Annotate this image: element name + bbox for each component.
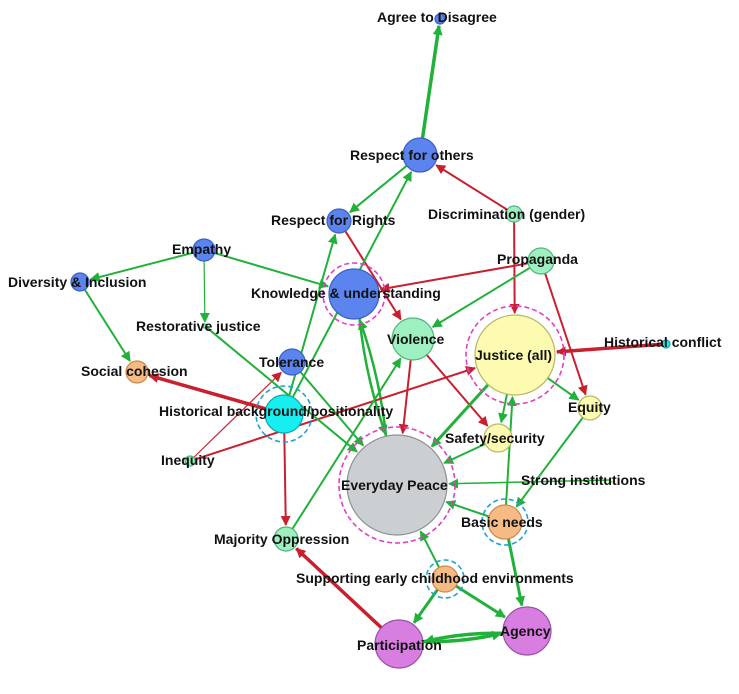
edge-restorative-to-everyday-peace	[205, 326, 358, 453]
edge-discrimination-to-justice	[509, 221, 520, 314]
edge-participation-to-majority-oppression	[295, 547, 383, 629]
label-discrimination: Discrimination (gender)	[428, 206, 585, 222]
label-justice: Justice (all)	[475, 347, 552, 363]
edge-respect-others-to-agree	[420, 24, 443, 139]
label-tolerance: Tolerance	[259, 354, 324, 370]
label-diversity: Diversity & Inclusion	[8, 274, 146, 290]
edge-majority-oppression-to-violence	[291, 357, 402, 530]
edge-empathy-to-diversity	[89, 251, 194, 282]
node-early-childhood[interactable]	[431, 565, 459, 593]
ring-everyday-peace	[338, 426, 456, 544]
edge-historical-bg-to-majority-oppression	[280, 432, 291, 526]
edge-historical-bg-to-respect-rights	[288, 233, 338, 396]
label-empathy: Empathy	[172, 241, 231, 257]
label-agree: Agree to Disagree	[377, 9, 497, 25]
label-equity: Equity	[568, 399, 611, 415]
edge-early-childhood-to-everyday-peace	[419, 530, 440, 568]
ring-layer	[255, 262, 565, 599]
label-strong-institutions: Strong institutions	[521, 472, 646, 488]
node-knowledge[interactable]	[328, 268, 380, 320]
edge-safety-to-everyday-peace	[443, 442, 486, 465]
node-layer	[70, 13, 671, 669]
node-respect-others[interactable]	[402, 137, 438, 173]
node-everyday-peace[interactable]	[346, 434, 448, 536]
label-majority-oppression: Majority Oppression	[214, 531, 349, 547]
node-justice[interactable]	[474, 314, 556, 396]
label-agency: Agency	[500, 623, 551, 639]
node-strong-institutions[interactable]	[609, 477, 615, 483]
edge-equity-to-basic-needs	[515, 417, 584, 508]
node-participation[interactable]	[374, 619, 424, 669]
node-social-cohesion[interactable]	[125, 360, 149, 384]
edge-early-childhood-to-agency	[455, 584, 506, 619]
edge-historical-bg-to-social-cohesion	[148, 373, 267, 411]
edge-strong-institutions-to-everyday-peace	[448, 478, 611, 489]
node-propaganda[interactable]	[527, 247, 555, 275]
edge-historical-conflict-to-justice	[555, 342, 663, 357]
node-agency[interactable]	[502, 606, 552, 656]
edge-violence-to-safety	[425, 354, 489, 427]
label-violence: Violence	[387, 331, 445, 347]
label-respect-rights: Respect for Rights	[271, 212, 396, 228]
edge-basic-needs-to-everyday-peace	[445, 500, 490, 518]
node-historical-bg[interactable]	[264, 394, 304, 434]
edge-violence-to-everyday-peace	[398, 359, 412, 435]
node-agree[interactable]	[434, 13, 446, 25]
edge-layer	[83, 24, 663, 645]
label-propaganda: Propaganda	[497, 251, 578, 267]
ring-basic-needs	[481, 498, 529, 546]
label-basic-needs: Basic needs	[461, 514, 543, 530]
node-historical-conflict[interactable]	[661, 339, 671, 349]
node-empathy[interactable]	[192, 238, 216, 262]
edge-basic-needs-to-justice	[505, 395, 517, 506]
label-knowledge: Knowledge & understanding	[251, 285, 441, 301]
ring-justice	[465, 305, 565, 405]
ring-historical-bg	[255, 385, 313, 443]
edge-empathy-to-restorative	[199, 260, 210, 323]
edge-propaganda-to-equity	[544, 272, 588, 396]
node-respect-rights[interactable]	[326, 208, 352, 234]
edge-knowledge-to-everyday-peace	[358, 318, 388, 436]
label-participation: Participation	[357, 637, 442, 653]
node-tolerance[interactable]	[278, 348, 306, 376]
node-violence[interactable]	[391, 317, 435, 361]
edge-discrimination-to-respect-others	[435, 164, 508, 211]
node-equity[interactable]	[577, 395, 603, 421]
edge-propaganda-to-violence	[431, 266, 531, 328]
node-safety[interactable]	[483, 423, 513, 453]
label-historical-conflict: Historical conflict	[604, 334, 722, 350]
node-restorative[interactable]	[202, 323, 208, 329]
edge-respect-others-to-respect-rights	[349, 164, 408, 213]
label-social-cohesion: Social cohesion	[81, 363, 188, 379]
label-restorative: Restorative justice	[136, 318, 261, 334]
node-discrimination[interactable]	[505, 205, 523, 223]
edge-early-childhood-to-participation	[412, 588, 439, 624]
node-inequity[interactable]	[184, 455, 196, 467]
edge-everyday-peace-to-knowledge	[358, 319, 388, 437]
label-historical-bg: Historical background/positionality	[159, 403, 393, 419]
label-respect-others: Respect for others	[350, 147, 474, 163]
label-inequity: Inequity	[161, 452, 215, 468]
ring-early-childhood	[425, 559, 465, 599]
edge-justice-to-equity	[547, 377, 580, 401]
label-early-childhood: Supporting early childhood environments	[296, 570, 574, 586]
edge-propaganda-to-knowledge	[379, 262, 529, 293]
edge-empathy-to-knowledge	[214, 252, 330, 289]
node-basic-needs[interactable]	[487, 504, 523, 540]
node-majority-oppression[interactable]	[273, 526, 299, 552]
edge-basic-needs-to-agency	[506, 538, 526, 607]
edge-diversity-to-social-cohesion	[83, 289, 131, 362]
label-everyday-peace: Everyday Peace	[341, 477, 448, 493]
node-diversity[interactable]	[70, 272, 90, 292]
edge-justice-to-safety	[498, 393, 508, 424]
ring-knowledge	[322, 262, 386, 326]
label-safety: Safety/security	[445, 430, 545, 446]
edge-respect-rights-to-violence	[344, 230, 402, 321]
edge-agency-to-participation	[423, 631, 504, 645]
edge-tolerance-to-everyday-peace	[299, 371, 364, 447]
